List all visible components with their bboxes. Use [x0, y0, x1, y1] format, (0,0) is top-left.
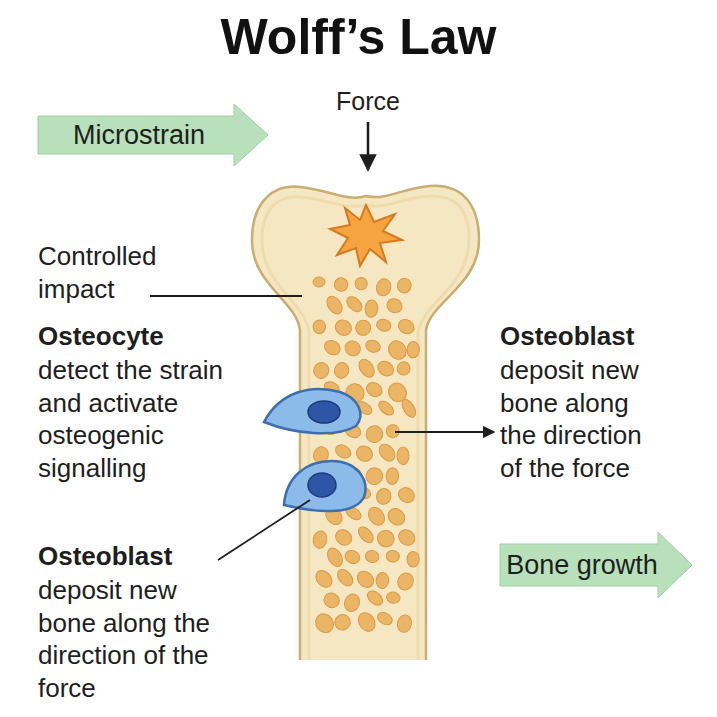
- trabecular-blob: [321, 590, 341, 610]
- osteoblast-cell: [284, 461, 365, 511]
- trabecular-blob: [333, 277, 349, 293]
- trabecular-blob: [364, 380, 385, 400]
- trabecular-blob: [396, 526, 418, 548]
- trabecular-blob: [363, 423, 386, 446]
- arrow-fill: [38, 104, 268, 166]
- trabecular-blob: [396, 485, 418, 506]
- arrow-label: Microstrain: [38, 104, 240, 166]
- trabecular-blob: [396, 317, 417, 337]
- trabecular-blob: [312, 610, 337, 636]
- trabecular-blob: [376, 572, 390, 589]
- trabecular-blob: [397, 361, 411, 376]
- trabecular-blob: [386, 467, 399, 485]
- cell-nucleus: [308, 473, 336, 497]
- trabecular-blob: [353, 443, 375, 465]
- trabecular-blob: [324, 545, 345, 569]
- trabecular-blob: [396, 277, 413, 294]
- trabecular-blob: [312, 530, 328, 550]
- impact-burst: [330, 205, 402, 266]
- trabecular-blob: [396, 613, 414, 633]
- annotation-text: Force: [318, 86, 418, 117]
- trabecular-blob: [333, 442, 353, 461]
- diagram-title: Wolff’s Law: [0, 8, 717, 66]
- trabecular-blob: [385, 591, 401, 605]
- trabecular-blob: [407, 551, 419, 567]
- bone-cortex: [262, 196, 469, 660]
- trabecular-blob: [322, 337, 343, 357]
- trabecular-blob: [374, 527, 397, 550]
- arrow-box: Microstrain: [38, 104, 268, 166]
- leader-line: [218, 500, 310, 560]
- trabecular-blob: [364, 338, 382, 354]
- trabecular-blob: [395, 570, 416, 592]
- trabecular-blob: [397, 447, 409, 465]
- arrow-box: Bone growth: [500, 532, 692, 598]
- cell-heading: Osteocyte: [38, 320, 278, 353]
- osteocyte-cell: [264, 389, 360, 433]
- trabecular-blob: [344, 294, 365, 315]
- trabecular-blob: [365, 504, 388, 528]
- trabecular-blob: [356, 524, 376, 545]
- trabecular-blob: [313, 320, 326, 334]
- annotation-text: deposit new bone along the direction of …: [38, 574, 216, 704]
- trabecular-blob: [386, 550, 401, 563]
- cell-heading: Osteoblast: [500, 320, 700, 353]
- trabecular-blob: [376, 441, 398, 464]
- trabecular-blob: [311, 360, 331, 380]
- cell-nucleus: [308, 401, 340, 423]
- trabecular-blob: [332, 317, 354, 339]
- annotation-text: detect the strain and activate osteogeni…: [38, 354, 273, 484]
- trabecular-blob: [342, 338, 363, 358]
- trabecular-blob: [355, 610, 378, 635]
- trabecular-blob: [343, 548, 362, 566]
- leader-line: [150, 295, 302, 297]
- trabecular-blob: [353, 318, 372, 338]
- trabecular-blob: [356, 357, 378, 380]
- trabecular-blob: [375, 610, 394, 627]
- arrow-label: Bone growth: [500, 532, 664, 598]
- trabecular-blob: [333, 361, 351, 380]
- trabecular-blob: [375, 317, 392, 332]
- trabecular-blob: [375, 358, 397, 379]
- trabecular-blob: [385, 337, 410, 362]
- force-arrow: [367, 122, 370, 170]
- bone-outline: [252, 186, 479, 660]
- trabecular-blob: [399, 397, 418, 419]
- arrow-fill: [500, 532, 692, 598]
- trabecular-blob: [334, 567, 355, 589]
- bone-shape: [252, 186, 479, 660]
- trabecular-blob: [324, 294, 346, 317]
- trabecular-blob: [407, 341, 420, 358]
- cell-body: [264, 389, 360, 433]
- trabecular-blob: [365, 588, 386, 608]
- trabecular-bone: [311, 277, 419, 636]
- trabecular-blob: [354, 568, 377, 591]
- annotation-text: deposit new bone along the direction of …: [500, 354, 670, 484]
- annotation-text: Controlled impact: [38, 240, 208, 305]
- trabecular-blob: [374, 277, 392, 297]
- trabecular-blob: [355, 277, 368, 290]
- trabecular-blob: [313, 567, 336, 590]
- trabecular-blob: [333, 527, 355, 549]
- trabecular-blob: [313, 277, 325, 287]
- trabecular-blob: [364, 549, 380, 564]
- trabecular-blob: [364, 299, 378, 317]
- trabecular-blob: [342, 592, 362, 614]
- trabecular-blob: [385, 296, 405, 315]
- trabecular-blob: [376, 399, 396, 418]
- trabecular-blob: [375, 487, 393, 506]
- cell-heading: Osteoblast: [38, 540, 238, 573]
- trabecular-blob: [385, 505, 408, 528]
- trabecular-blob: [332, 612, 353, 633]
- cell-body: [284, 461, 365, 511]
- pointer-arrow: [395, 431, 494, 433]
